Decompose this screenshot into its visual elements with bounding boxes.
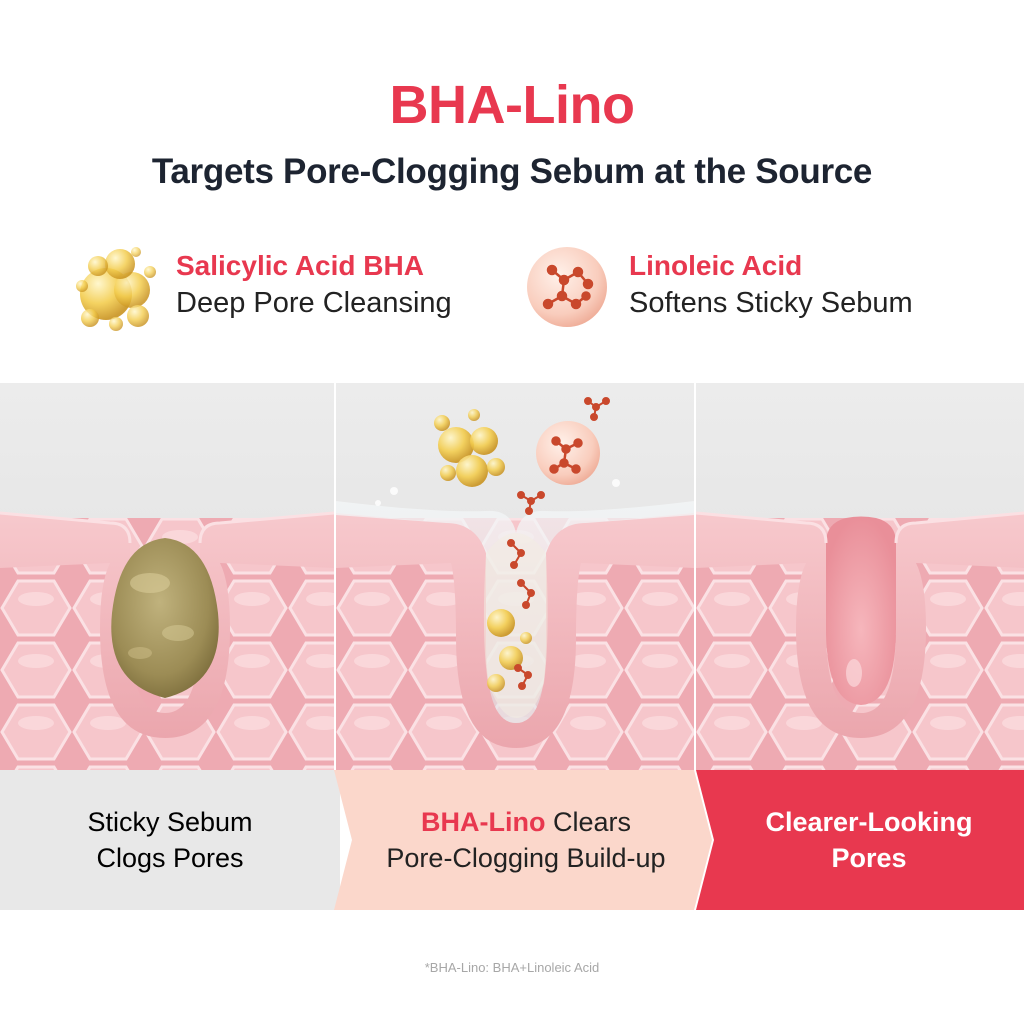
clearing-pore-illustration [336,383,694,770]
caption-line-rest: Clears [545,807,631,837]
golden-bubbles-icon [76,247,156,331]
caption-line: Pores [831,843,907,873]
clear-pore-illustration [696,383,1024,770]
caption-step-2: BHA-Lino Clears Pore-Clogging Build-up [340,770,712,910]
caption-line: Pore-Clogging Build-up [386,843,666,873]
step-captions: Sticky Sebum Clogs Pores BHA-Lino Clears… [0,770,1024,910]
ingredient-name: Salicylic Acid BHA [176,250,424,281]
caption-highlight: BHA-Lino [420,807,546,837]
ingredient-name: Linoleic Acid [629,250,803,281]
caption-line: BHA-Lino Clears [386,804,665,840]
panel-divider [334,383,336,770]
ingredient-description: Deep Pore Cleansing [176,287,452,319]
illustration-strip [0,383,1024,770]
footnote: *BHA-Lino: BHA+Linoleic Acid [424,960,600,975]
caption-arrows [0,770,1024,910]
molecule-sphere-icon [527,247,607,327]
caption-line: Clearer-Looking [765,807,973,837]
caption-step-3: Clearer-Looking Pores [714,770,1024,910]
ingredient-salicylic-acid: Salicylic Acid BHA Deep Pore Cleansing [70,240,490,340]
caption-line: Clogs Pores [96,843,244,873]
page-subtitle: Targets Pore-Clogging Sebum at the Sourc… [151,152,873,191]
ingredient-description: Softens Sticky Sebum [629,287,913,319]
caption-line: Sticky Sebum [87,807,253,837]
panel-divider [694,383,696,770]
clogged-pore-illustration [0,383,334,770]
page-title: BHA-Lino [389,75,635,135]
caption-step-1: Sticky Sebum Clogs Pores [0,770,340,910]
ingredient-linoleic-acid: Linoleic Acid Softens Sticky Sebum [522,240,962,340]
